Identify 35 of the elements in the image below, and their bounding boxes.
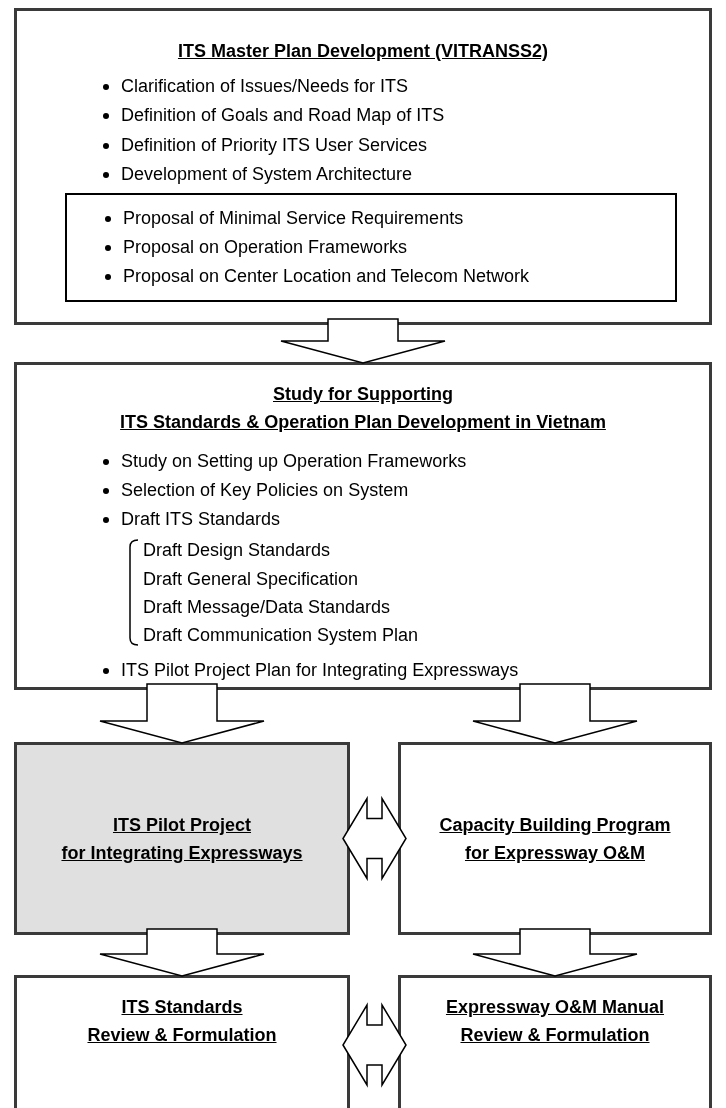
bullet-item-text: Definition of Goals and Road Map of ITS: [121, 104, 445, 128]
bullet-item-text: Proposal on Operation Frameworks: [123, 236, 408, 259]
block-arrow: [472, 683, 638, 744]
process-box: [14, 975, 350, 1108]
block-arrow: [280, 318, 446, 364]
sub-item-text: Draft Design Standards: [143, 539, 331, 562]
sub-item-text: Draft General Specification: [143, 568, 359, 591]
inner-box: [65, 193, 677, 302]
bullet-item-text: Definition of Priority ITS User Services: [121, 133, 428, 157]
sub-item-text: Draft Message/Data Standards: [143, 596, 391, 619]
process-box: [398, 742, 712, 935]
sub-item-text: Draft Communication System Plan: [143, 624, 419, 647]
double-block-arrow: [342, 795, 407, 882]
box-heading: Expressway O&M Manual Review & Formulation: [444, 996, 666, 1047]
bullet-item-text: Proposal of Minimal Service Requirements: [123, 207, 464, 230]
box-heading: ITS Pilot Project for Integrating Expressways: [60, 814, 304, 865]
box-heading: Study for Supporting ITS Standards & Operation Plan Development in Vietnam: [119, 383, 607, 434]
box-heading: ITS Master Plan Development (VITRANSS2): [176, 40, 550, 63]
process-box: [14, 742, 350, 935]
block-arrow: [99, 928, 265, 977]
bullet-item-text: Clarification of Issues/Needs for ITS: [121, 75, 409, 98]
process-box: [14, 8, 712, 325]
process-box: [14, 362, 712, 690]
block-arrow: [472, 928, 638, 977]
bullet-item-text: ITS Pilot Project Plan for Integrating Expressways: [121, 659, 519, 682]
block-arrow: [99, 683, 265, 744]
double-block-arrow: [342, 1002, 407, 1088]
bullet-item-text: Draft ITS Standards: [121, 508, 281, 531]
bullet-item-text: Study on Setting up Operation Frameworks: [121, 450, 467, 473]
box-heading: ITS Standards Review & Formulation: [86, 996, 278, 1047]
bullet-item-text: Development of System Architecture: [121, 162, 413, 186]
box-heading: Capacity Building Program for Expressway O&M: [438, 814, 672, 865]
bullet-item-text: Proposal on Center Location and Telecom Network: [123, 265, 529, 288]
process-box: [398, 975, 712, 1108]
bullet-item-text: Selection of Key Policies on System: [121, 479, 409, 502]
